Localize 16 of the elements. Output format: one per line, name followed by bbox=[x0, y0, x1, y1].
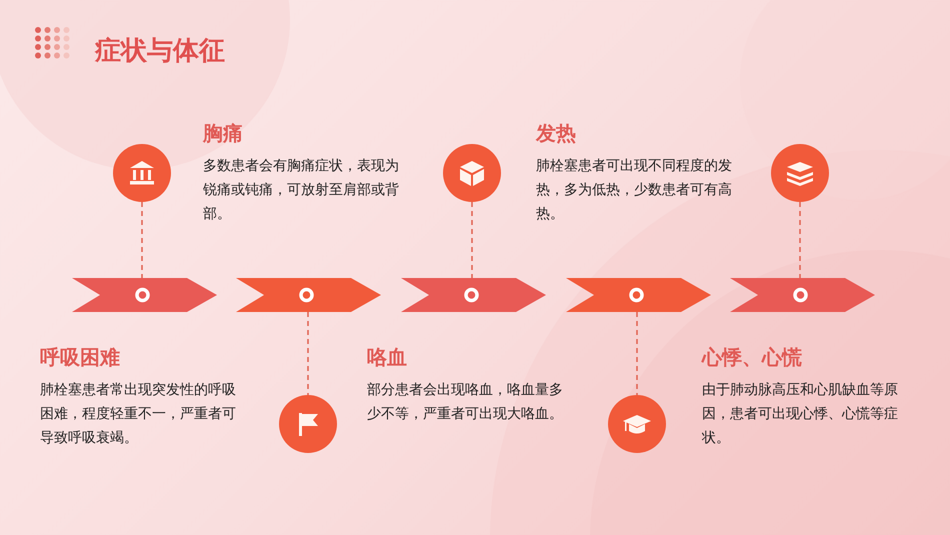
dashed-connector bbox=[307, 312, 309, 395]
description: 肺栓塞患者常出现突发性的呼吸困难，程度轻重不一，严重者可导致呼吸衰竭。 bbox=[40, 381, 236, 448]
heading: 咯血 bbox=[367, 344, 407, 371]
dashed-connector bbox=[471, 202, 473, 278]
description: 多数患者会有胸痛症状，表现为锐痛或钝痛，可放射至肩部或背部。 bbox=[203, 157, 399, 224]
title: 症状与体征 bbox=[95, 35, 225, 68]
heading: 心悸、心慌 bbox=[702, 344, 802, 371]
description: 由于肺动脉高压和心肌缺血等原因，患者可出现心悸、心慌等症状。 bbox=[702, 381, 898, 448]
description: 肺栓塞患者可出现不同程度的发热，多为低热，少数患者可有高热。 bbox=[536, 157, 732, 224]
description: 部分患者会出现咯血，咯血量多少不等，严重者可出现大咯血。 bbox=[367, 381, 563, 424]
heading: 呼吸困难 bbox=[40, 344, 120, 371]
heading: 发热 bbox=[536, 120, 576, 147]
heading: 胸痛 bbox=[203, 120, 243, 147]
dashed-connector bbox=[636, 312, 638, 395]
dashed-connector bbox=[141, 202, 143, 278]
dashed-connector bbox=[799, 202, 801, 278]
